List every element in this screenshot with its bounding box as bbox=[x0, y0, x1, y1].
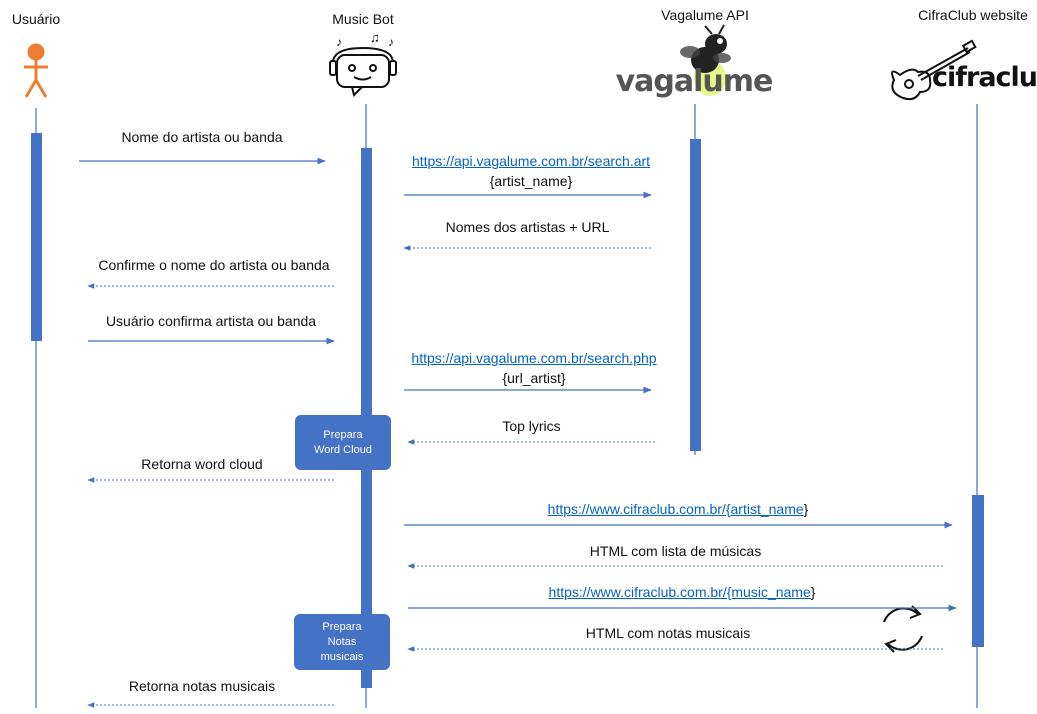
activation-cifra bbox=[972, 495, 984, 647]
svg-text:♪: ♪ bbox=[336, 35, 342, 49]
activation-usuario bbox=[31, 133, 42, 341]
actor-vagalume-label: Vagalume API bbox=[661, 7, 749, 23]
msg-m13-label: Retorna notas musicais bbox=[128, 678, 276, 694]
msg-m6-link[interactable]: https://api.vagalume.com.br/search.php bbox=[404, 350, 664, 366]
prepara-notas-box: Prepara Notas musicais bbox=[294, 614, 390, 670]
svg-text:♪: ♪ bbox=[388, 35, 394, 49]
msg-m12-label: HTML com notas musicais bbox=[585, 625, 751, 641]
msg-m9-url[interactable]: https://www.cifraclub.com.br/{artist_nam… bbox=[547, 501, 804, 517]
msg-m9-link[interactable]: https://www.cifraclub.com.br/{artist_nam… bbox=[404, 501, 952, 517]
msg-m5-label: Usuário confirma artista ou banda bbox=[105, 313, 317, 329]
msg-m8-label: Retorna word cloud bbox=[141, 456, 263, 472]
msg-m1-label: Nome do artista ou banda bbox=[121, 129, 283, 145]
msg-m2-url[interactable]: https://api.vagalume.com.br/search.art bbox=[411, 153, 651, 169]
box-line: musicais bbox=[320, 650, 364, 663]
msg-m9-suffix: } bbox=[803, 501, 809, 517]
person-icon bbox=[24, 43, 48, 98]
box-line: Notas bbox=[327, 635, 357, 648]
msg-m3-label: Nomes dos artistas + URL bbox=[445, 219, 610, 235]
robot-icon: ♪ ♫ ♪ bbox=[329, 30, 397, 97]
msg-m11-link[interactable]: https://www.cifraclub.com.br/{music_name… bbox=[408, 584, 956, 600]
vagalume-wordmark: vagalume bbox=[615, 64, 774, 99]
msg-m11-suffix: } bbox=[810, 584, 816, 600]
msg-m10-label: HTML com lista de músicas bbox=[589, 543, 762, 559]
box-line: Prepara bbox=[323, 428, 363, 441]
actor-cifra-label: CifraClub website bbox=[918, 7, 1028, 23]
svg-text:♫: ♫ bbox=[370, 30, 380, 45]
actor-usuario-label: Usuário bbox=[11, 11, 61, 27]
cifra-wordmark: cifraclub bbox=[932, 62, 1037, 93]
prepara-word-cloud-box: Prepara Word Cloud bbox=[295, 415, 391, 470]
msg-m7-label: Top lyrics bbox=[502, 418, 561, 434]
activation-vagalume bbox=[690, 139, 701, 451]
msg-m6-url[interactable]: https://api.vagalume.com.br/search.php bbox=[411, 350, 657, 366]
msg-m11-url[interactable]: https://www.cifraclub.com.br/{music_name bbox=[548, 584, 811, 600]
msg-m2-param: {artist_name} bbox=[489, 173, 573, 189]
box-line: Word Cloud bbox=[314, 443, 372, 456]
box-line: Prepara bbox=[322, 620, 362, 633]
msg-m2-link[interactable]: https://api.vagalume.com.br/search.art bbox=[404, 153, 658, 169]
actor-bot-label: Music Bot bbox=[332, 11, 394, 27]
msg-m4-label: Confirme o nome do artista ou banda bbox=[98, 257, 330, 273]
msg-m6-param: {url_artist} bbox=[502, 370, 566, 386]
